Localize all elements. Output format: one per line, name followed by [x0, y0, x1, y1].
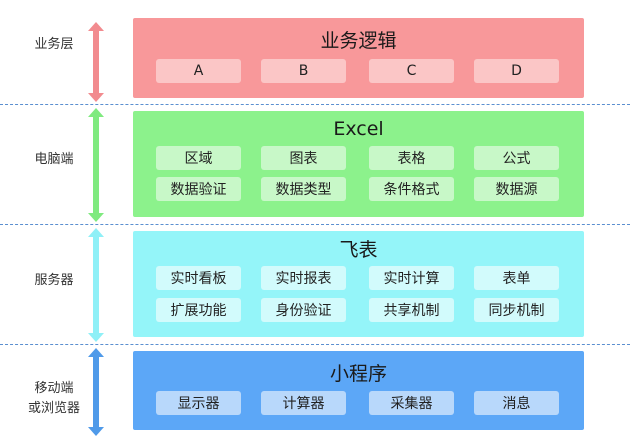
component-chip: 实时计算: [369, 266, 454, 290]
component-chip: C: [369, 59, 454, 83]
component-chip: 数据类型: [261, 177, 346, 201]
layer-panel-pc: Excel 区域 图表 表格 公式 数据验证 数据类型 条件格式 数据源: [133, 111, 584, 217]
layer-title: Excel: [333, 118, 384, 140]
component-chip: 图表: [261, 146, 346, 170]
layer-label-server: 服务器: [0, 271, 108, 291]
double-arrow-icon: [86, 348, 106, 436]
layer-panel-mobile: 小程序 显示器 计算器 采集器 消息: [133, 351, 584, 430]
layer-title: 小程序: [329, 363, 387, 385]
component-chip: B: [261, 59, 346, 83]
component-chip: 数据验证: [156, 177, 241, 201]
component-chip: 实时报表: [261, 266, 346, 290]
component-chip: 消息: [474, 391, 559, 415]
component-chip: 条件格式: [369, 177, 454, 201]
double-arrow-icon: [86, 22, 106, 102]
component-chip: 同步机制: [474, 298, 559, 322]
layer-panel-business: 业务逻辑 A B C D: [133, 18, 584, 98]
component-chip: 采集器: [369, 391, 454, 415]
layer-label-line: 电脑端: [34, 152, 74, 167]
layer-label-line: 业务层: [34, 37, 74, 52]
layer-label-mobile: 移动端 或浏览器: [0, 379, 108, 419]
layer-title: 飞表: [339, 239, 378, 261]
component-chip: 公式: [474, 146, 559, 170]
component-chip: A: [156, 59, 241, 83]
layer-label-business: 业务层: [0, 35, 108, 55]
component-chip: 数据源: [474, 177, 559, 201]
layer-label-line: 服务器: [34, 273, 74, 288]
component-chip: 扩展功能: [156, 298, 241, 322]
layer-panel-server: 飞表 实时看板 实时报表 实时计算 表单 扩展功能 身份验证 共享机制 同步机制: [133, 231, 584, 337]
component-chip: 区域: [156, 146, 241, 170]
layer-label-pc: 电脑端: [0, 150, 108, 170]
double-arrow-icon: [86, 228, 106, 342]
layer-label-line: 移动端: [34, 381, 74, 396]
component-chip: D: [474, 59, 559, 83]
layer-divider: [0, 344, 630, 345]
layer-title: 业务逻辑: [320, 30, 397, 52]
component-chip: 表单: [474, 266, 559, 290]
layer-divider: [0, 224, 630, 225]
double-arrow-icon: [86, 108, 106, 222]
component-chip: 显示器: [156, 391, 241, 415]
component-chip: 实时看板: [156, 266, 241, 290]
component-chip: 表格: [369, 146, 454, 170]
component-chip: 计算器: [261, 391, 346, 415]
component-chip: 身份验证: [261, 298, 346, 322]
layer-divider: [0, 104, 630, 105]
component-chip: 共享机制: [369, 298, 454, 322]
layer-label-line: 或浏览器: [27, 401, 80, 416]
